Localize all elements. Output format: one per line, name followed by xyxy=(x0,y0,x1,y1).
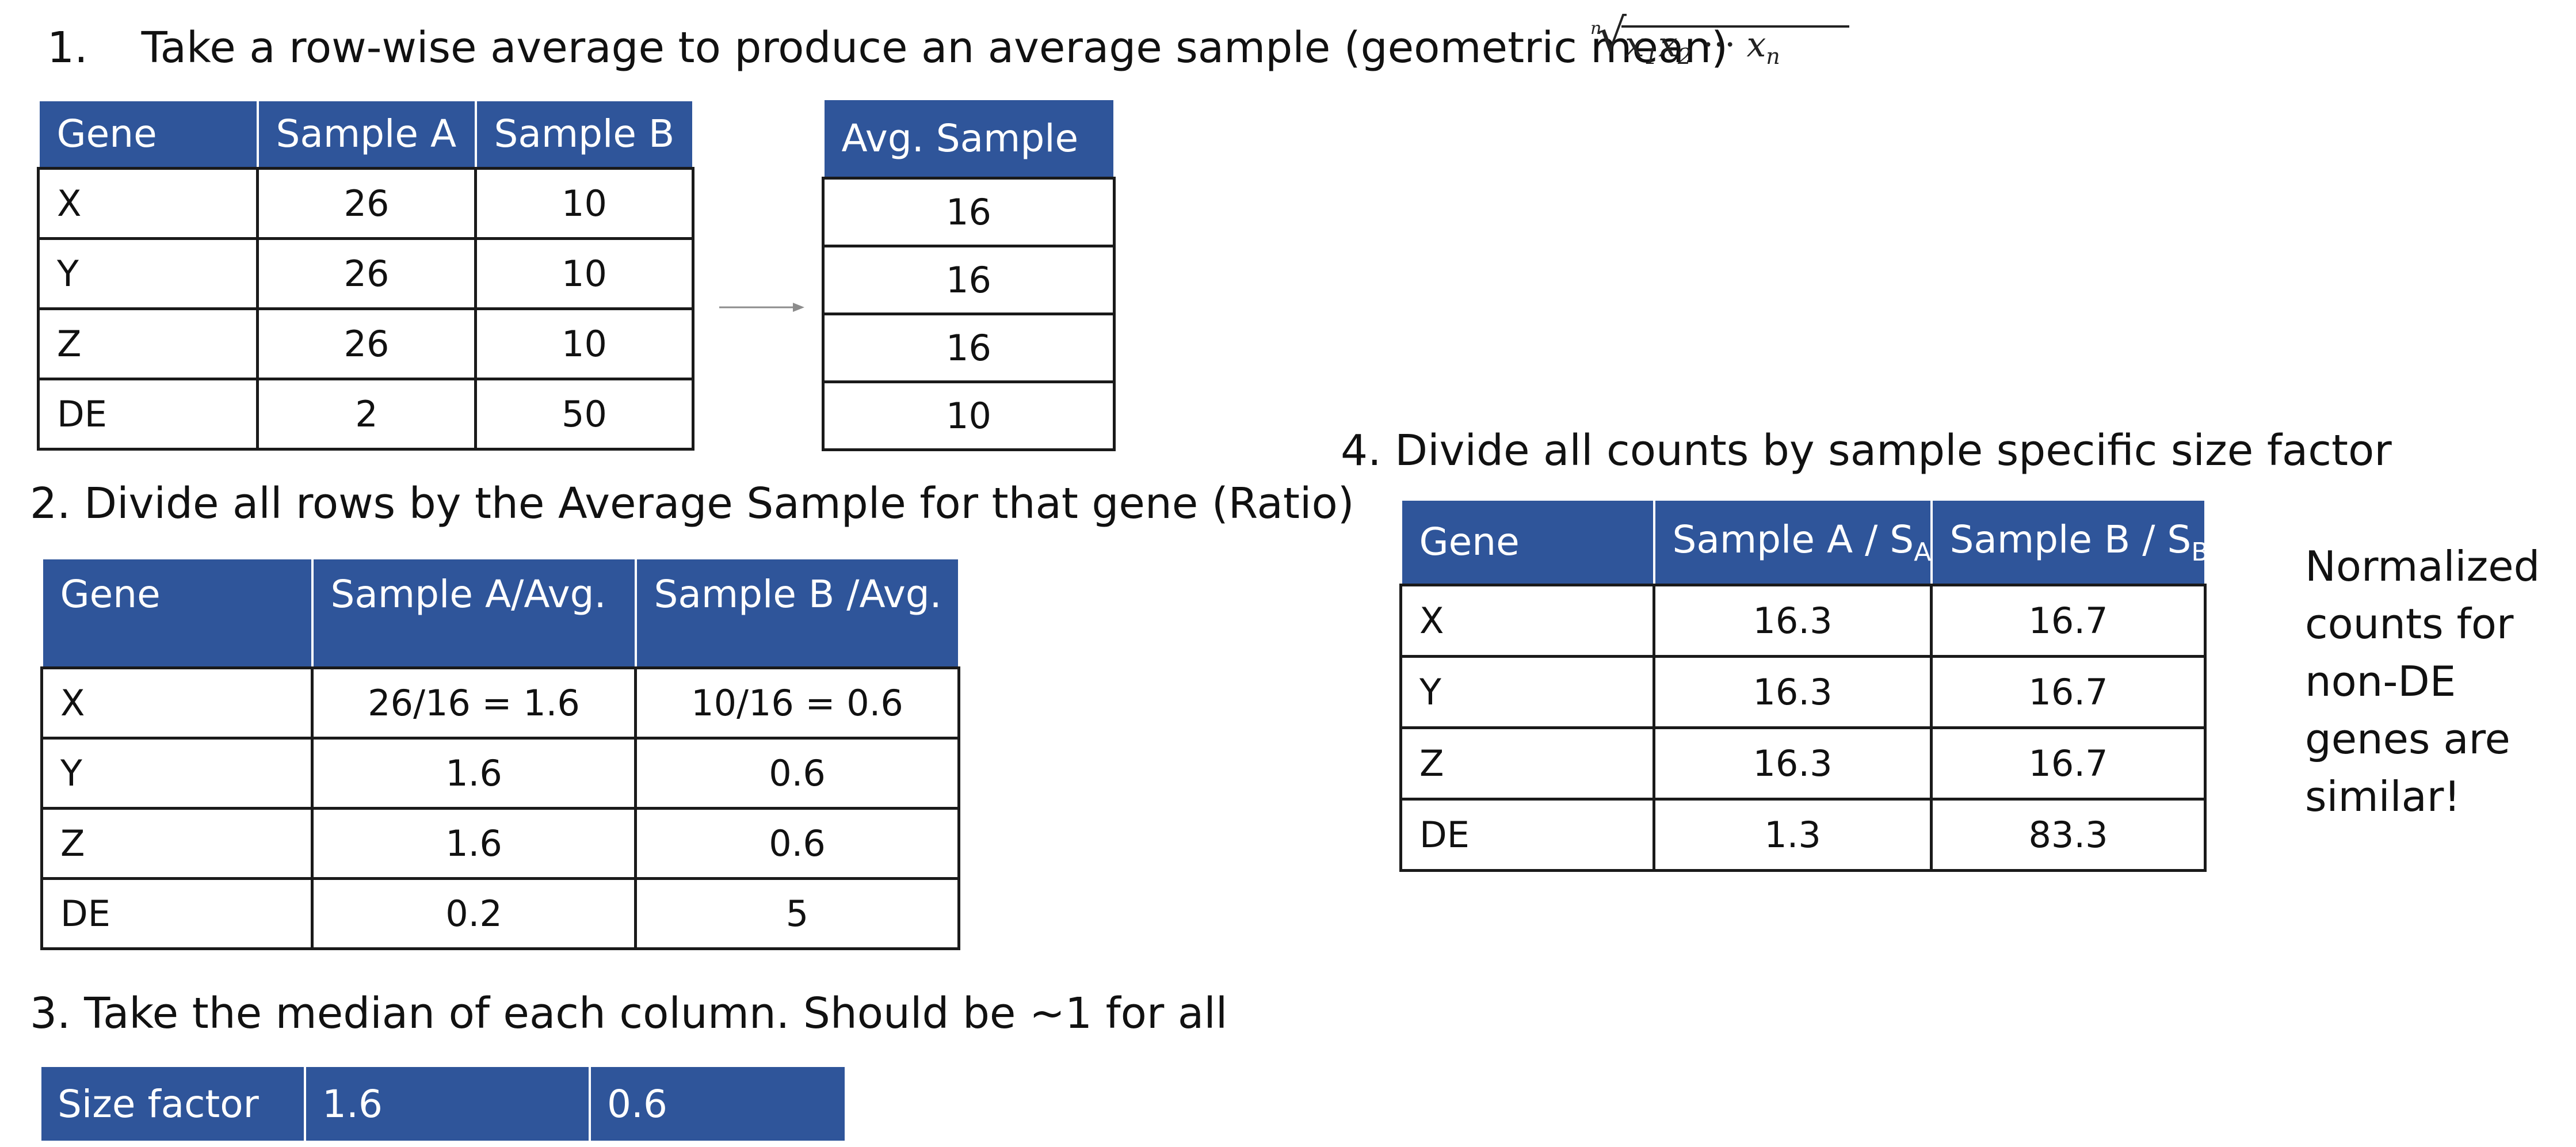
step-3-heading: 3. Take the median of each column. Shoul… xyxy=(30,989,1228,1038)
normalized-cell: 83.3 xyxy=(1930,797,2207,872)
count-cell: 26 xyxy=(256,166,477,240)
size-factor-a: 1.6 xyxy=(304,1065,591,1143)
gene-cell: DE xyxy=(40,877,314,950)
normalized-counts-table: Gene Sample A / SA Sample B / SB X 16.3 … xyxy=(1399,498,2209,872)
normalized-cell: 16.3 xyxy=(1653,726,1933,801)
counts-table: Gene Sample A Sample B X 26 10 Y 26 10 Z… xyxy=(37,99,694,451)
table-header-row: Gene Sample A / SA Sample B / SB xyxy=(1399,498,2209,586)
count-cell: 50 xyxy=(474,377,694,451)
column-header: Sample A xyxy=(256,99,477,169)
ratio-cell: 26/16 = 1.6 xyxy=(311,666,637,740)
step-2-heading: 2. Divide all rows by the Average Sample… xyxy=(30,479,1354,528)
geometric-mean-formula: n √ x1x2 ··· xn xyxy=(1588,8,1858,69)
column-header: Sample B xyxy=(474,99,694,169)
count-cell: 26 xyxy=(256,307,477,380)
ratio-cell: 1.6 xyxy=(311,806,637,880)
gene-cell: X xyxy=(40,666,314,740)
gene-cell: Y xyxy=(1399,654,1655,729)
step-4-heading: 4. Divide all counts by sample specific … xyxy=(1341,426,2392,475)
table-row: DE 2 50 xyxy=(37,377,694,451)
table-header-row: Gene Sample A Sample B xyxy=(37,99,694,169)
average-sample-table: Avg. Sample 16 16 16 10 xyxy=(822,98,1116,451)
table-row: DE 0.2 5 xyxy=(40,877,960,950)
ratio-table: Gene Sample A/Avg. Sample B /Avg. X 26/1… xyxy=(40,557,960,950)
table-row: Z 1.6 0.6 xyxy=(40,806,960,880)
ratio-cell: 0.6 xyxy=(634,736,960,810)
table-row: Z 16.3 16.7 xyxy=(1399,726,2207,801)
gene-cell: DE xyxy=(37,377,259,451)
normalization-note: Normalized counts for non-DE genes are s… xyxy=(2305,538,2540,825)
note-line: Normalized xyxy=(2305,542,2540,590)
table-row: 16 xyxy=(822,176,1116,247)
right-arrow-icon xyxy=(719,303,804,312)
count-cell: 26 xyxy=(256,237,477,310)
average-cell: 16 xyxy=(822,176,1116,247)
formula-root-index: n xyxy=(1590,18,1602,39)
gene-cell: X xyxy=(1399,583,1655,658)
column-header: Gene xyxy=(40,557,314,669)
ratio-cell: 5 xyxy=(634,877,960,950)
table-row: Z 26 10 xyxy=(37,307,694,380)
table-row: X 16.3 16.7 xyxy=(1399,583,2207,658)
table-row: Y 16.3 16.7 xyxy=(1399,654,2207,729)
column-header: Sample A/Avg. xyxy=(311,557,637,669)
ratio-cell: 0.2 xyxy=(311,877,637,950)
table-row: DE 1.3 83.3 xyxy=(1399,797,2207,872)
gene-cell: Y xyxy=(40,736,314,810)
count-cell: 10 xyxy=(474,237,694,310)
gene-cell: Z xyxy=(40,806,314,880)
gene-cell: Y xyxy=(37,237,259,310)
table-row: 16 xyxy=(822,312,1116,383)
table-header-row: Avg. Sample xyxy=(822,98,1116,179)
ratio-cell: 10/16 = 0.6 xyxy=(634,666,960,740)
column-header: Sample A / SA xyxy=(1653,498,1933,586)
formula-vinculum xyxy=(1621,25,1849,28)
normalized-cell: 16.7 xyxy=(1930,726,2207,801)
table-row: X 26 10 xyxy=(37,166,694,240)
column-header: Sample B / SB xyxy=(1930,498,2209,586)
count-cell: 10 xyxy=(474,166,694,240)
table-row: Y 1.6 0.6 xyxy=(40,736,960,810)
normalized-cell: 16.3 xyxy=(1653,654,1933,729)
gene-cell: Z xyxy=(37,307,259,380)
formula-radical-sign: √ xyxy=(1597,9,1627,62)
formula-terms: x1x2 ··· xn xyxy=(1625,25,1780,69)
note-line: genes are xyxy=(2305,715,2510,763)
step-1-number: 1. xyxy=(47,23,88,73)
table-row: X 26/16 = 1.6 10/16 = 0.6 xyxy=(40,666,960,740)
step-1-heading: 1. Take a row-wise average to produce an… xyxy=(47,26,1728,69)
gene-cell: X xyxy=(37,166,259,240)
table-row: 10 xyxy=(822,380,1116,451)
normalized-cell: 16.3 xyxy=(1653,583,1933,658)
size-factor-table: Size factor 1.6 0.6 xyxy=(39,1065,847,1143)
column-header: Gene xyxy=(37,99,259,169)
size-factor-label: Size factor xyxy=(39,1065,306,1143)
ratio-cell: 1.6 xyxy=(311,736,637,810)
table-row: Size factor 1.6 0.6 xyxy=(39,1065,847,1143)
note-line: similar! xyxy=(2305,772,2461,821)
table-row: Y 26 10 xyxy=(37,237,694,310)
normalized-cell: 16.7 xyxy=(1930,654,2207,729)
average-cell: 16 xyxy=(822,312,1116,383)
note-line: counts for xyxy=(2305,600,2514,648)
column-header: Avg. Sample xyxy=(822,98,1116,179)
gene-cell: Z xyxy=(1399,726,1655,801)
table-row: 16 xyxy=(822,244,1116,315)
size-factor-b: 0.6 xyxy=(589,1065,847,1143)
normalized-cell: 16.7 xyxy=(1930,583,2207,658)
ratio-cell: 0.6 xyxy=(634,806,960,880)
average-cell: 10 xyxy=(822,380,1116,451)
table-header-row: Gene Sample A/Avg. Sample B /Avg. xyxy=(40,557,960,669)
step-1-text: Take a row-wise average to produce an av… xyxy=(141,23,1728,73)
count-cell: 10 xyxy=(474,307,694,380)
column-header: Gene xyxy=(1399,498,1655,586)
note-line: non-DE xyxy=(2305,657,2456,706)
average-cell: 16 xyxy=(822,244,1116,315)
count-cell: 2 xyxy=(256,377,477,451)
column-header: Sample B /Avg. xyxy=(634,557,960,669)
gene-cell: DE xyxy=(1399,797,1655,872)
normalized-cell: 1.3 xyxy=(1653,797,1933,872)
